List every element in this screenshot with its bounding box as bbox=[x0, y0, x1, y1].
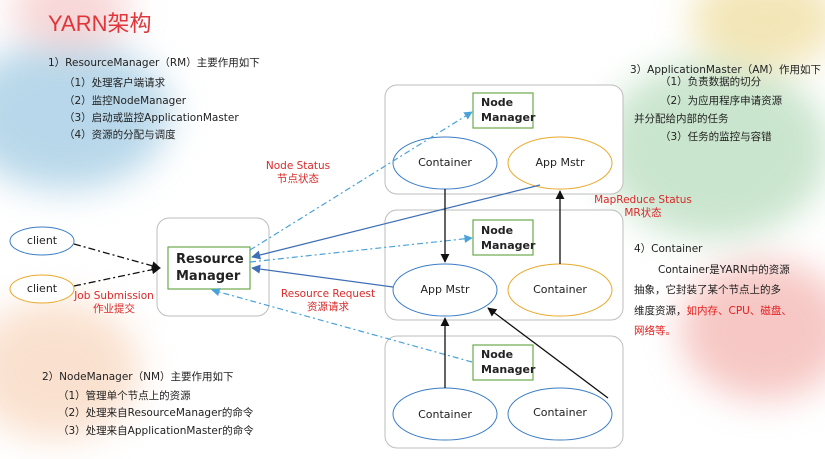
rm-section-heading: 1）ResourceManager（RM）主要作用如下 bbox=[48, 57, 260, 69]
resource-request-label: Resource Request 资源请求 bbox=[276, 288, 380, 314]
appmstr1-to-rm-arrow bbox=[251, 184, 541, 260]
container-label-n3a: Container bbox=[418, 408, 472, 421]
container-desc-line3-text: 维度资源， bbox=[634, 305, 687, 317]
appmstr2-to-rm-arrow bbox=[251, 264, 394, 288]
container-desc-line2: 抽象，它封装了某个节点上的多 bbox=[634, 284, 781, 296]
node-manager-box-1 bbox=[472, 92, 534, 129]
client1-to-rm-arrow bbox=[73, 243, 161, 271]
appmstr-ellipse-n2 bbox=[392, 263, 498, 317]
appmstr-ellipse-n1 bbox=[507, 136, 613, 190]
node-manager-1-line2: Manager bbox=[481, 111, 536, 124]
node-manager-1-line1: Node bbox=[481, 96, 514, 109]
resource-manager-box bbox=[167, 246, 251, 290]
client-label-2: client bbox=[26, 282, 58, 295]
appmstr-label-n1: App Mstr bbox=[535, 156, 585, 169]
appmstr-label-n2: App Mstr bbox=[420, 283, 470, 296]
rm-item-3: （3）启动或监控ApplicationMaster bbox=[64, 112, 239, 124]
nm-item-2: （2）处理来自ResourceManager的命令 bbox=[58, 407, 254, 419]
job-submission-label-zh: 作业提交 bbox=[93, 303, 135, 315]
node-manager-3-line1: Node bbox=[481, 348, 514, 361]
job-submission-label: Job Submission 作业提交 bbox=[70, 290, 158, 316]
resource-request-label-en: Resource Request bbox=[280, 288, 376, 300]
background-splash-right-bottom bbox=[680, 260, 825, 400]
job-submission-label-en: Job Submission bbox=[74, 290, 154, 302]
container-desc-line1: Container是YARN中的资源 bbox=[658, 264, 790, 276]
container-label-n1: Container bbox=[418, 156, 472, 169]
resource-request-label-zh: 资源请求 bbox=[307, 301, 349, 313]
container-label-n2: Container bbox=[533, 283, 587, 296]
mapreduce-status-label-zh: MR状态 bbox=[624, 207, 662, 219]
container-desc-line3-red: 如内存、CPU、磁盘、 bbox=[686, 305, 792, 317]
nm-section-heading: 2）NodeManager（NM）主要作用如下 bbox=[42, 371, 234, 383]
node-status-label: Node Status 节点状态 bbox=[256, 160, 340, 186]
container-desc-line4: 网络等。 bbox=[634, 325, 676, 337]
background-splash-bottom-left bbox=[0, 300, 140, 440]
resource-manager-label-1: Resource bbox=[176, 252, 244, 267]
node-status-arrow-2 bbox=[249, 234, 473, 263]
am-section-heading: 3）ApplicationMaster（AM）作用如下 bbox=[630, 64, 821, 76]
node-manager-2-line2: Manager bbox=[481, 239, 536, 252]
resource-manager-label-2: Manager bbox=[176, 269, 241, 284]
container-n3b-to-appmstr-arrow bbox=[487, 307, 609, 399]
nm-item-1: （1）管理单个节点上的资源 bbox=[58, 390, 191, 402]
rm-item-1: （1）处理客户端请求 bbox=[64, 77, 166, 89]
node-status-label-zh: 节点状态 bbox=[277, 173, 319, 185]
am-item-1: （1）负责数据的切分 bbox=[660, 76, 762, 88]
node-manager-2-line1: Node bbox=[481, 224, 514, 237]
background-splash-left bbox=[0, 40, 170, 190]
page-title: YARN架构 bbox=[48, 11, 152, 36]
rm-item-4: （4）资源的分配与调度 bbox=[64, 129, 176, 141]
rm-item-2: （2）监控NodeManager bbox=[64, 95, 187, 107]
mapreduce-status-label-en: MapReduce Status bbox=[594, 194, 692, 206]
client-ellipse-2 bbox=[9, 274, 75, 304]
container-section-heading: 4）Container bbox=[634, 243, 703, 255]
client-ellipse-1 bbox=[9, 226, 75, 256]
mapreduce-status-label: MapReduce Status MR状态 bbox=[592, 194, 694, 220]
am-item-2a: （2）为应用程序申请资源 bbox=[660, 95, 783, 107]
container-desc-line3: 维度资源，如内存、CPU、磁盘、 bbox=[634, 303, 792, 318]
nm-item-3: （3）处理来自ApplicationMaster的命令 bbox=[58, 425, 254, 437]
am-item-3: （3）任务的监控与容错 bbox=[660, 131, 772, 143]
node-status-arrow-3 bbox=[211, 287, 473, 363]
client-label-1: client bbox=[26, 234, 58, 247]
node-status-label-en: Node Status bbox=[265, 160, 331, 172]
background-splash-right bbox=[600, 60, 825, 240]
node-status-arrow-1 bbox=[249, 111, 473, 251]
node-manager-box-2 bbox=[472, 219, 534, 256]
am-item-2b: 并分配给内部的任务 bbox=[634, 113, 729, 125]
container-label-n3b: Container bbox=[533, 406, 587, 419]
node-manager-box-3 bbox=[472, 344, 534, 381]
container-ellipse-n3b bbox=[507, 387, 613, 441]
client2-to-rm-arrow bbox=[73, 265, 161, 287]
node-manager-3-line2: Manager bbox=[481, 363, 536, 376]
